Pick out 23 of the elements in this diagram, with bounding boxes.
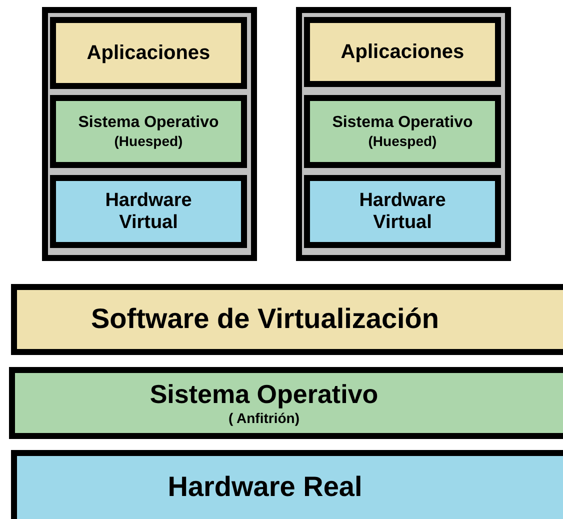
layer-subtitle: (Huesped): [114, 132, 183, 149]
layer-title: Sistema Operativo: [150, 380, 378, 410]
layer-band: [11, 450, 563, 519]
layer-title: Aplicaciones: [86, 42, 210, 64]
layer-title: Hardware Virtual: [104, 190, 193, 234]
layer-band: [9, 367, 563, 439]
layer-box: [50, 95, 247, 168]
layer-box: [50, 175, 247, 248]
layer-title: Aplicaciones: [340, 40, 464, 64]
virtual-machine-frame: [296, 7, 511, 261]
layer-box: [50, 17, 247, 89]
layer-subtitle: ( Anfitrión): [228, 410, 300, 426]
layer-box: [304, 175, 501, 248]
layer-title: Hardware Virtual: [358, 190, 447, 234]
layer-band: [11, 284, 563, 355]
layer-title: Sistema Operativo: [78, 114, 219, 133]
layer-subtitle: (Huesped): [368, 132, 437, 149]
layer-title: Sistema Operativo: [332, 114, 473, 133]
virtual-machine-frame: [42, 7, 257, 261]
layer-box: [304, 17, 501, 87]
layer-box: [304, 95, 501, 168]
layer-title: Hardware Real: [168, 471, 362, 504]
layer-title: Software de Virtualización: [90, 303, 440, 336]
